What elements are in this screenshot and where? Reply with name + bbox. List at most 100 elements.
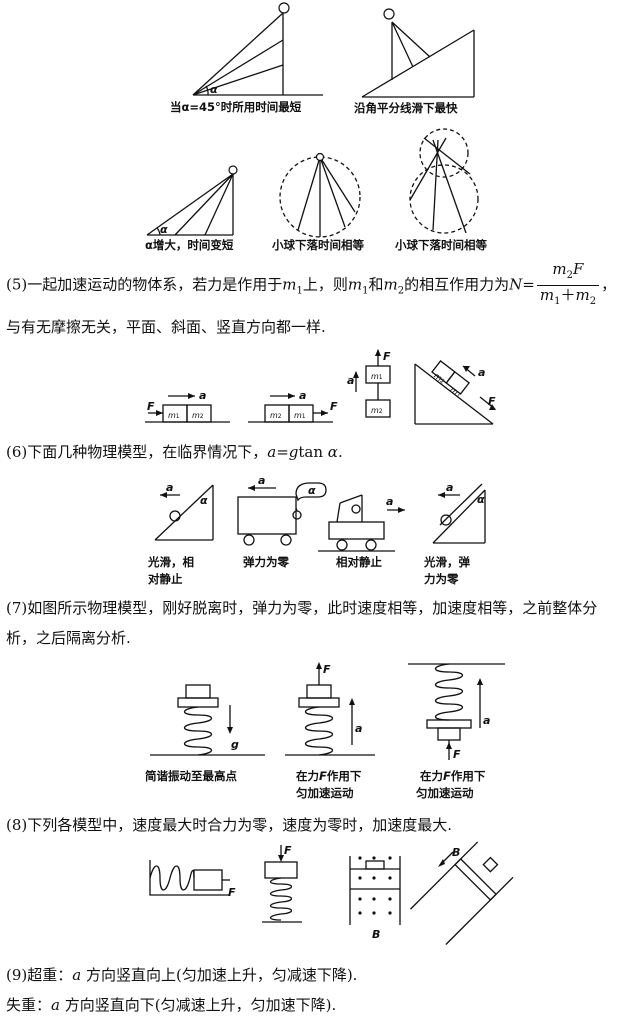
accel-label: a (199, 389, 206, 402)
caption-F: F (443, 769, 451, 783)
caption-c5: 小球下落时间相等 (394, 238, 487, 252)
var-m: m (282, 275, 297, 294)
period: . (337, 443, 343, 461)
sub-1: 1 (454, 392, 461, 400)
paragraph-5-line2: 与有无摩擦无关，平面、斜面、竖直方向都一样. (6, 318, 326, 336)
sub-2: 2 (397, 285, 405, 297)
p9-text: 方向竖直向下(匀减速上升，匀加速下降). (59, 996, 337, 1014)
m-letter: m (371, 406, 379, 415)
gravity-label: g (231, 738, 239, 751)
diagram-row-maxspeed: F F B B (149, 841, 514, 945)
ball-icon (315, 152, 325, 162)
diagram-row-1: α 当α=45°时所用时间最短 沿角平分线滑下最快 α α增大，时间变短 小球下… (145, 2, 487, 252)
force-label: F (228, 886, 236, 899)
tan-text: tan (298, 443, 328, 461)
p5-text: 和 (368, 275, 384, 294)
block-m2: m2 (270, 411, 282, 420)
sub-2: 2 (379, 408, 383, 415)
field-label: B (452, 846, 460, 859)
alpha-label: α (477, 493, 485, 506)
block-m2: m2 (371, 406, 383, 415)
accel-label: a (166, 481, 173, 494)
alpha-label: α (308, 484, 316, 497)
fraction-denominator: m1＋m2 (537, 286, 599, 311)
sub-2: 2 (200, 413, 204, 420)
caption-c11d: 匀加速运动 (296, 786, 354, 800)
sub-2: 2 (438, 378, 445, 386)
diagram-row-springs: g F a F a 简谐振动至最高点 在力F作用下 匀加速运动 在力F作用下 匀… (145, 662, 505, 800)
caption-F: F (319, 769, 327, 783)
var-m: m (347, 275, 363, 294)
var-a: a (267, 443, 277, 461)
accel-label: a (386, 495, 393, 508)
sub-2: 2 (278, 413, 282, 420)
block-m1: m1 (448, 385, 463, 399)
force-label: F (383, 350, 391, 363)
var-a: a (72, 966, 82, 984)
caption-c9a: 光滑，弹 (423, 555, 470, 569)
caption-c3: α增大，时间变短 (145, 238, 234, 252)
p9-text: 方向竖直向上(匀加速上升，匀减速下降). (81, 966, 358, 984)
sub-1: 1 (176, 413, 180, 420)
sub-1: 1 (302, 413, 306, 420)
plus-sign: ＋ (560, 286, 576, 304)
p5-text: 的相互作用力为 (404, 275, 510, 294)
caption-c6a: 光滑，相 (147, 555, 194, 569)
force-label: F (284, 844, 292, 857)
paragraph-5-line1: (5)一起加速运动的物体系，若力是作用于m1上，则m1和m2的相互作用力为N=m… (6, 260, 634, 311)
p6-text: (6)下面几种物理模型，在临界情况下， (6, 443, 268, 461)
p5-text: 上，则 (302, 275, 348, 294)
caption-text: 在力 (420, 769, 443, 783)
block-m2: m2 (192, 411, 204, 420)
field-label: B (372, 928, 380, 941)
caption-c9b: 力为零 (424, 572, 459, 586)
caption-c6b: 对静止 (148, 572, 183, 586)
caption-c11: 在力F作用下 (296, 769, 362, 783)
paragraph-9-line2: 失重：a 方向竖直向下(匀减速上升，匀加速下降). (6, 992, 634, 1018)
sub-2: 2 (566, 270, 574, 281)
force-label: F (330, 400, 338, 413)
caption-c8: 相对静止 (336, 555, 382, 569)
caption-c1: 当α=45°时所用时间最短 (170, 100, 302, 114)
caption-text: 作用下 (327, 769, 362, 783)
paragraph-7-line1: (7)如图所示物理模型，刚好脱离时，弹力为零，此时速度相等，加速度相等，之前整体… (6, 599, 598, 617)
force-label: F (147, 400, 155, 413)
equals-sign: = (276, 443, 289, 461)
m-letter: m (448, 385, 460, 397)
m-letter: m (294, 411, 302, 420)
equals-sign: = (522, 275, 535, 294)
fraction-numerator: m2F (536, 260, 600, 286)
ball-icon (228, 165, 238, 175)
alpha-label: α (200, 494, 208, 507)
var-a: a (51, 996, 60, 1014)
sub-1: 1 (362, 285, 369, 297)
p5-comma: ， (601, 275, 617, 294)
accel-label: a (483, 714, 490, 727)
paragraph-7-line2: 析，之后隔离分析. (6, 629, 131, 647)
force-label: F (323, 663, 331, 676)
caption-c2: 沿角平分线滑下最快 (354, 101, 458, 115)
sub-1: 1 (554, 296, 561, 307)
caption-c10: 简谐振动至最高点 (145, 769, 237, 783)
caption-text: 作用下 (451, 769, 486, 783)
accel-label: a (347, 374, 354, 387)
m-letter: m (168, 411, 176, 420)
ball-icon (278, 2, 290, 14)
p9-text: (9)超重： (6, 966, 73, 984)
diagram-row-critical: a α a α a a α 光滑，相 对静止 弹力为零 相对静止 光滑，弹 力为… (147, 474, 486, 586)
diagram-row-blocks: F a m1 m2 F a m2 m1 F a m1 m2 a F m2 m1 (145, 349, 496, 425)
accel-label: a (446, 481, 453, 494)
caption-c4: 小球下落时间相等 (271, 238, 364, 252)
paragraph-8: (8)下列各模型中，速度最大时合力为零，速度为零时，加速度最大. (6, 816, 453, 834)
caption-text: 在力 (296, 769, 319, 783)
caption-c12: 在力F作用下 (420, 769, 486, 783)
sub-2: 2 (589, 296, 597, 307)
p5-text: (5)一起加速运动的物体系，若力是作用于 (6, 275, 283, 294)
var-m: m (575, 286, 590, 304)
paragraph-9-line1: (9)超重：a 方向竖直向上(匀加速上升，匀减速下降). (6, 962, 634, 988)
accel-label: a (355, 722, 362, 735)
m-letter: m (371, 372, 379, 381)
m-letter: m (192, 411, 200, 420)
ball-icon (383, 8, 395, 20)
